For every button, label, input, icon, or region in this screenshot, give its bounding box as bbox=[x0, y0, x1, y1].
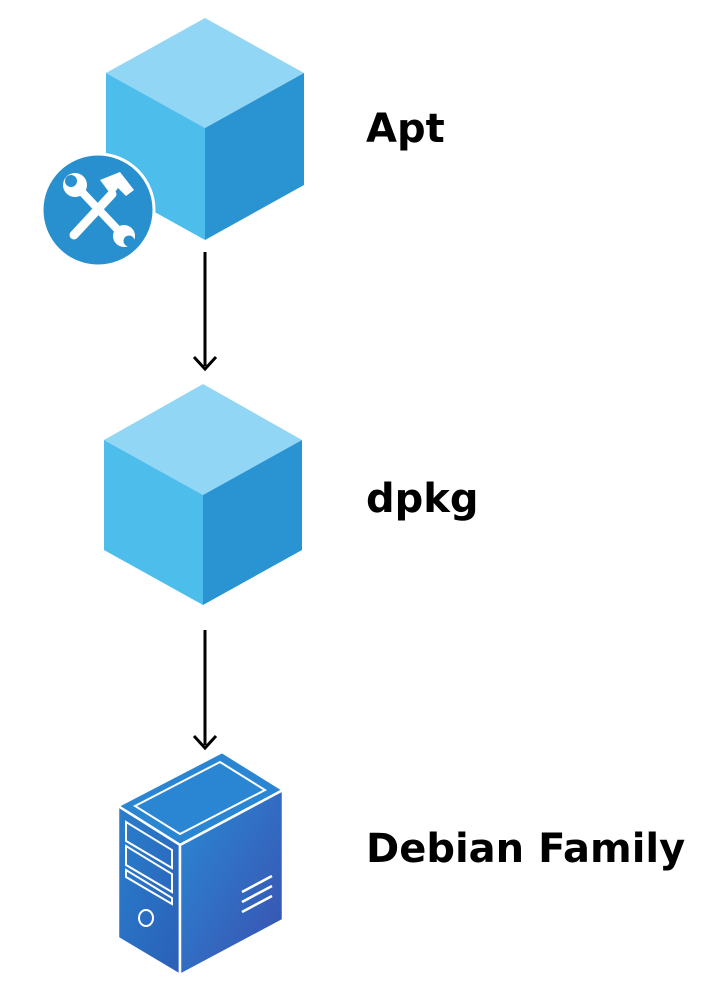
server-tower-icon bbox=[115, 750, 286, 978]
tools-icon bbox=[40, 152, 156, 268]
apt-label: Apt bbox=[366, 106, 445, 152]
edge-dpkg-to-debian bbox=[192, 630, 218, 751]
debian-family-label: Debian Family bbox=[366, 826, 686, 872]
apt-cube-icon bbox=[106, 18, 304, 240]
dpkg-label: dpkg bbox=[366, 476, 479, 522]
dpkg-cube-icon bbox=[104, 384, 302, 605]
edge-apt-to-dpkg bbox=[192, 252, 218, 372]
